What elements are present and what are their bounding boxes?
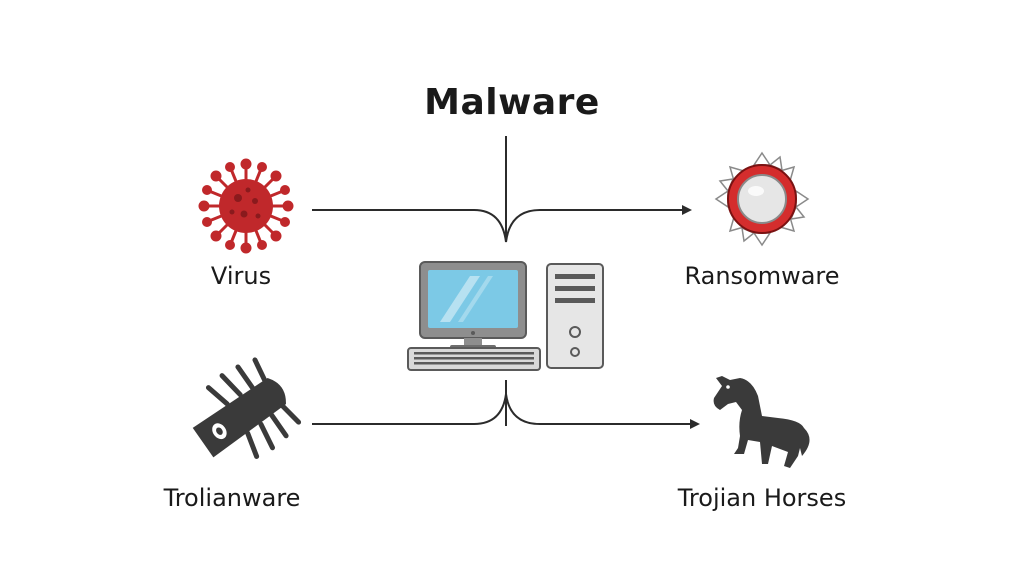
computer-icon (407, 261, 604, 371)
node-label-virus: Virus (210, 262, 272, 290)
node-label-ransomware: Ransomware (684, 262, 840, 290)
top-connector (312, 136, 690, 243)
ransomware-icon (714, 151, 810, 247)
virus-icon (198, 158, 294, 254)
horse-icon (713, 376, 810, 468)
bug-icon (192, 357, 302, 459)
node-label-trojan-horses: Trojian Horses (677, 484, 847, 512)
node-label-trolianware: Trolianware (163, 484, 301, 512)
connectors (312, 136, 698, 426)
diagram-title: Malware (424, 82, 600, 123)
